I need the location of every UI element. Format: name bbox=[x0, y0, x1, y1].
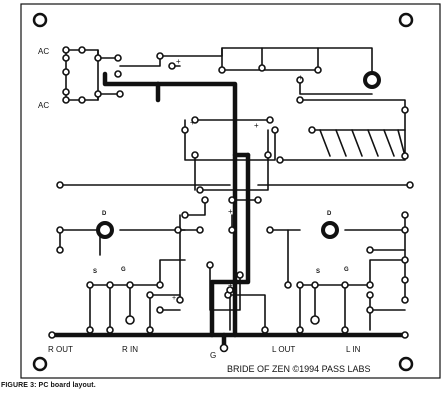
ac-label-top: AC bbox=[38, 47, 49, 56]
r-out-label: R OUT bbox=[48, 345, 73, 354]
r-in-label: R IN bbox=[122, 345, 138, 354]
pads bbox=[48, 46, 414, 353]
mounting-holes bbox=[32, 12, 414, 372]
plus-marker: + bbox=[254, 121, 259, 130]
figure-caption: FIGURE 3: PC board layout. bbox=[1, 382, 96, 389]
gate-marker: G bbox=[344, 267, 349, 273]
plus-marker: + bbox=[190, 118, 195, 127]
ac-label-bottom: AC bbox=[38, 101, 49, 110]
drain-marker: D bbox=[327, 211, 332, 217]
plus-marker: + bbox=[228, 207, 233, 216]
gate-marker: G bbox=[121, 267, 126, 273]
device-markers: + + + + + + + D D S G S G bbox=[93, 57, 349, 302]
plus-marker: + bbox=[228, 281, 233, 290]
l-out-label: L OUT bbox=[272, 345, 295, 354]
mounting-hole bbox=[32, 12, 48, 28]
credit-label: BRIDE OF ZEN ©1994 PASS LABS bbox=[227, 364, 371, 374]
l-in-label: L IN bbox=[346, 345, 361, 354]
thick-traces bbox=[49, 71, 408, 351]
mounting-hole bbox=[32, 356, 48, 372]
ground-label: G bbox=[210, 351, 216, 360]
mounting-hole bbox=[398, 12, 414, 28]
plus-marker: + bbox=[172, 295, 176, 302]
plus-marker: + bbox=[176, 57, 181, 66]
right-mosfet-pad bbox=[321, 221, 339, 239]
source-marker: S bbox=[93, 269, 97, 275]
drain-marker: D bbox=[102, 211, 107, 217]
source-marker: S bbox=[316, 269, 320, 275]
transistor-pads bbox=[96, 71, 381, 239]
power-transistor-pad bbox=[363, 71, 381, 89]
plus-marker: + bbox=[298, 73, 303, 82]
left-mosfet-pad bbox=[96, 221, 114, 239]
mounting-hole bbox=[398, 356, 414, 372]
